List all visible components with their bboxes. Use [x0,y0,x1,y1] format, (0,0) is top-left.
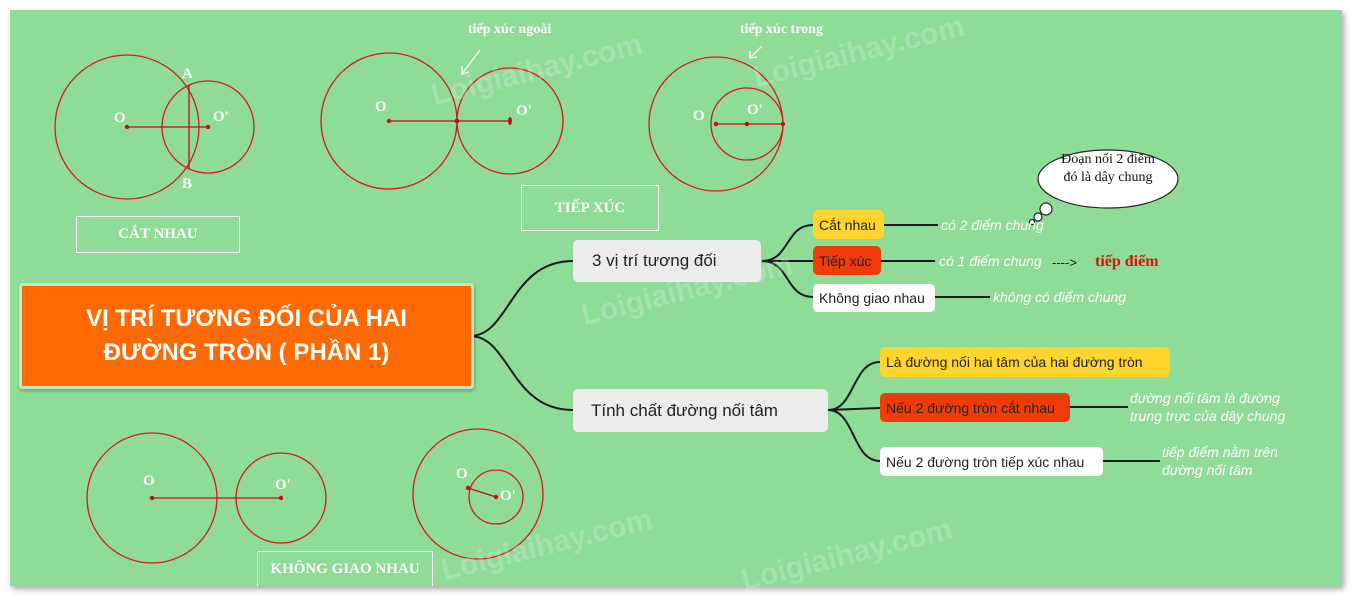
center-dot-o-prime [205,124,211,130]
connector-catnhau [761,224,814,262]
note-khong-co-diem-chung: không có điểm chung [993,289,1127,305]
cloud-line-1: Đoạn nối 2 điểm [1061,152,1155,167]
circle-o-prime [468,469,524,525]
main-title-box[interactable]: VỊ TRÍ TƯƠNG ĐỐI CỦA HAI ĐƯỜNG TRÒN ( PH… [19,283,474,389]
node-cat-nhau-prop[interactable]: Nếu 2 đường tròn cắt nhau [880,393,1070,422]
node-tiep-xuc[interactable]: Tiếp xúc [813,246,881,275]
cloud-text: Đoạn nối 2 điểm đó là dây chung [1040,151,1176,187]
note-tiep-diem-nam-tren: tiếp điểm nằm trên đường nối tâm [1162,443,1278,479]
figure-tiep-xuc-ngoai [320,49,564,190]
node-cat-nhau[interactable]: Cắt nhau [813,210,884,239]
center-dot-o [149,495,155,501]
note-tiep-diem: tiếp điểm [1095,253,1159,270]
center-dot-o-prime [508,117,512,125]
connector-prop1 [827,361,881,411]
note-trung-truc: đường nối tâm là đường trung trực của dâ… [1130,389,1285,425]
main-title-line-1: VỊ TRÍ TƯƠNG ĐỐI CỦA HAI [86,305,407,332]
cloud-line-2: đó là dây chung [1063,170,1153,185]
connector-main-branch2 [469,335,574,411]
dashed-arrow: ----> [1052,255,1077,270]
label-o: O [456,466,468,482]
label-a: A [182,66,193,82]
cloud-callout [1028,149,1179,226]
figure-tiep-xuc-trong [648,45,786,192]
note-co-2-diem-chung: có 2 điểm chung [941,217,1044,233]
connector-prop3 [827,409,881,462]
mindmap-board: Loigiaihay.com Loigiaihay.com Loigiaihay… [10,10,1342,597]
caption-khong-giao-nhau: KHÔNG GIAO NHAU [257,551,433,586]
note-line: trung trực của dây chung [1130,408,1286,424]
main-title-line-2: ĐƯỜNG TRÒN ( PHẦN 1) [103,339,390,366]
tangent-point [454,118,460,124]
center-dot-o [713,121,719,127]
label-o-prime: O' [747,102,763,118]
circle-o [412,428,544,560]
label-b: B [182,176,193,192]
branch-tinh-chat[interactable]: Tính chất đường nối tâm [573,389,828,432]
center-dot-o [465,485,471,491]
label-o-prime: O' [516,103,532,119]
center-dot-o [124,124,130,130]
figure-cat-nhau [54,54,255,200]
connector-khonggiao [761,260,814,298]
note-line: tiếp điểm nằm trên [1162,444,1278,460]
branch-3-vi-tri[interactable]: 3 vị trí tương đối [573,240,761,282]
center-dot-o-prime [278,495,284,501]
note-tiep-xuc-ngoai: tiếp xúc ngoài [468,22,552,37]
node-duong-noi-tam[interactable]: Là đường nối hai tâm của hai đường tròn [880,347,1170,377]
label-o: O [693,108,705,124]
caption-cat-nhau: CẮT NHAU [76,216,240,253]
node-khong-giao-nhau[interactable]: Không giao nhau [813,284,935,312]
label-o: O [375,99,387,115]
center-line [467,487,497,498]
label-o: O [143,473,155,489]
figure-ngoai-nhau [86,432,327,564]
note-co-1-diem-chung: có 1 điểm chung [939,253,1042,269]
arrow-tiep-xuc-trong [749,45,763,59]
tangent-point [780,121,786,127]
label-o-prime: O' [275,477,291,493]
caption-tiep-xuc: TIẾP XÚC [521,185,659,231]
label-o-prime: O' [213,109,229,125]
connector-prop2 [827,407,881,411]
center-dot-o-prime [744,121,750,127]
label-o: O [114,110,126,126]
label-o-prime: O' [500,488,516,504]
center-dot-o [386,118,392,124]
note-tiep-xuc-trong: tiếp xúc trong [740,22,823,37]
figure-dung-nhau [412,428,544,560]
diagram-lines [54,45,1179,564]
note-line: đường nối tâm là đường [1130,390,1280,406]
note-line: đường nối tâm [1162,462,1253,478]
node-tiep-xuc-prop[interactable]: Nếu 2 đường tròn tiếp xúc nhau [880,447,1103,476]
center-dot-o-prime [493,494,499,500]
arrow-tiep-xuc-ngoai [461,49,481,75]
connector-main-branch1 [469,260,574,337]
